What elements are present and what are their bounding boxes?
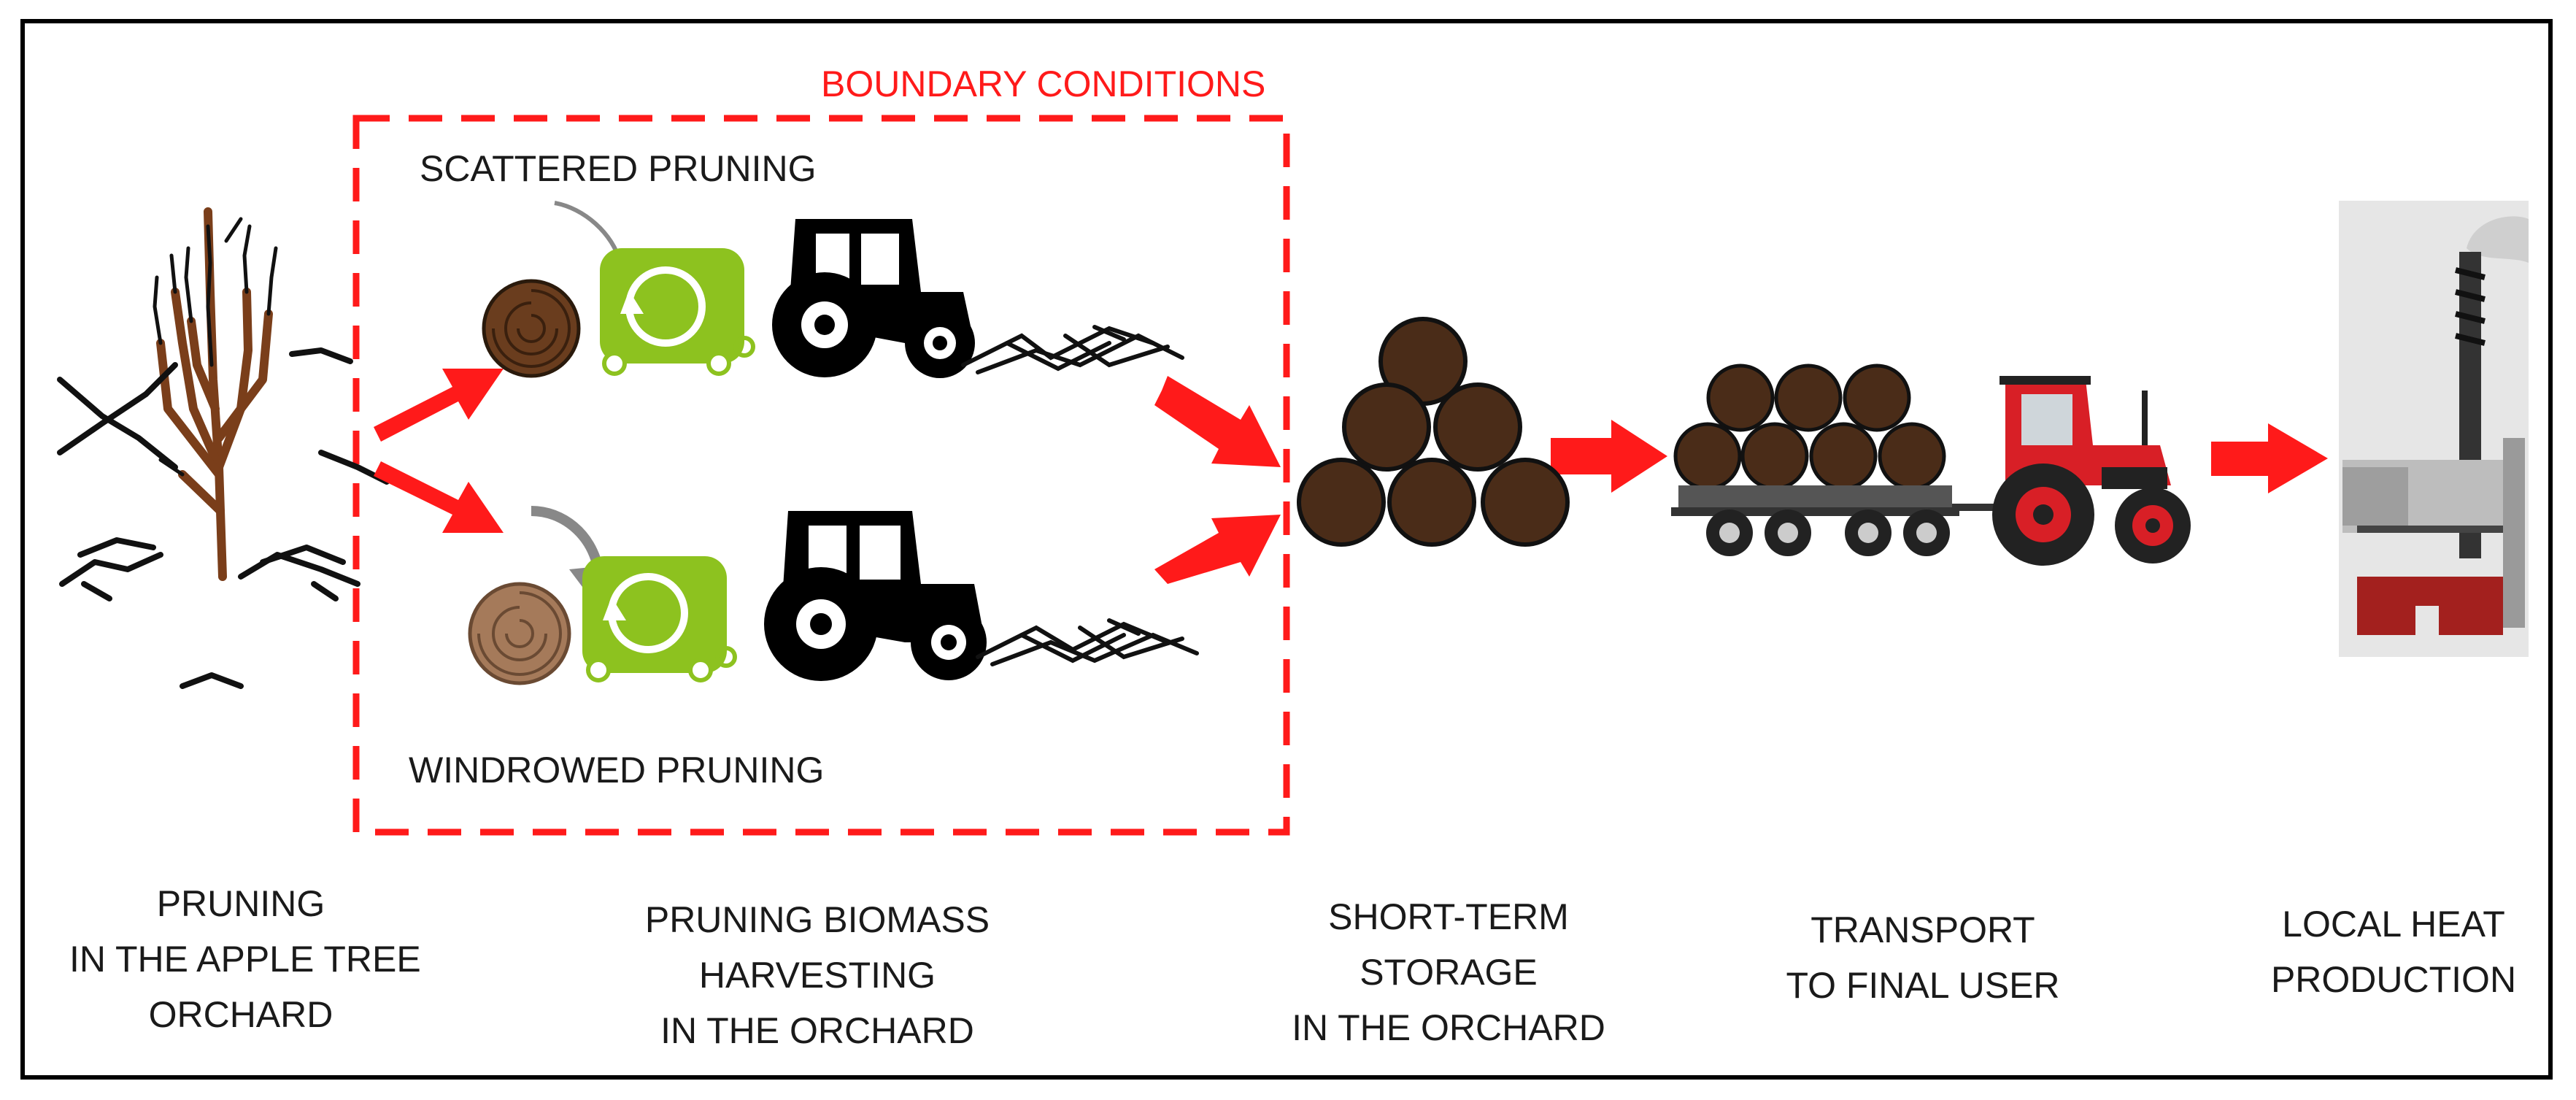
baler-icon: [554, 201, 755, 376]
scattered-branches-icon: [961, 325, 1184, 374]
stage-label-line: TRANSPORT: [1810, 909, 2035, 950]
trailer-wheels: [1706, 509, 1950, 556]
arrow-tree-to-windrowed: [374, 461, 504, 533]
scattered-pruning-machinery: [482, 201, 1184, 378]
arrow-scattered-to-storage: [1154, 376, 1281, 467]
arrow-windrowed-to-storage: [1154, 515, 1281, 584]
stage-label-line: PRODUCTION: [2270, 959, 2517, 1000]
stage-label-harvesting: PRUNING BIOMASS HARVESTING IN THE ORCHAR…: [606, 892, 1029, 1058]
round-bale-icon: [468, 582, 571, 685]
stage-label-line: IN THE ORCHARD: [660, 1010, 974, 1051]
stage-label-line: TO FINAL USER: [1786, 965, 2060, 1006]
heating-plant-icon: [2339, 201, 2529, 657]
tractor-icon: [772, 219, 975, 378]
arrow-tree-to-scattered: [374, 369, 504, 442]
trailer-tractor-icon: [1671, 364, 2191, 566]
flow-arrows: [374, 369, 2328, 584]
stage-label-line: STORAGE: [1360, 952, 1538, 993]
arrow-transport-to-heat: [2211, 423, 2328, 493]
red-tractor: [1992, 376, 2191, 566]
stage-label-line: LOCAL HEAT: [2282, 904, 2505, 945]
windrow-branches-icon: [976, 618, 1199, 666]
arrow-storage-to-transport: [1551, 420, 1667, 493]
stage-label-storage: SHORT-TERM STORAGE IN THE ORCHARD: [1255, 889, 1642, 1055]
stage-label-line: IN THE APPLE TREE: [69, 939, 421, 980]
scattered-pruning-label: SCATTERED PRUNING: [420, 148, 817, 189]
stage-label-line: ORCHARD: [148, 994, 333, 1035]
stage-label-pruning: PRUNING IN THE APPLE TREE ORCHARD: [69, 876, 421, 1042]
round-bale-icon: [482, 279, 581, 378]
stage-label-line: PRUNING BIOMASS: [644, 899, 990, 940]
stage-label-transport: TRANSPORT TO FINAL USER: [1744, 902, 2102, 1013]
stage-label-heat: LOCAL HEAT PRODUCTION: [2240, 896, 2547, 1007]
stage-label-line: SHORT-TERM: [1328, 896, 1569, 937]
trailer-bales: [1673, 364, 1946, 491]
boundary-box: [352, 115, 1290, 836]
windrowed-pruning-machinery: [468, 506, 1199, 685]
apple-tree-icon: [57, 207, 390, 689]
boundary-conditions-title: BOUNDARY CONDITIONS: [821, 64, 1266, 104]
stage-label-line: IN THE ORCHARD: [1292, 1007, 1605, 1048]
windrowed-pruning-label: WINDROWED PRUNING: [409, 750, 825, 791]
bale-stack-icon: [1297, 317, 1570, 547]
stage-label-line: PRUNING: [156, 883, 325, 924]
baler-icon: [531, 506, 737, 682]
stage-label-line: HARVESTING: [698, 955, 936, 996]
tractor-icon: [764, 511, 987, 681]
